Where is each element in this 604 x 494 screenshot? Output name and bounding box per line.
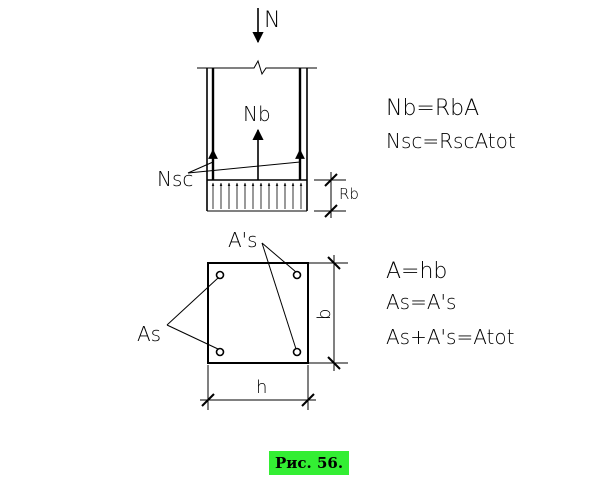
dim-h-label: h	[256, 377, 267, 398]
as-leader-bottom	[166, 324, 219, 350]
column-elevation	[197, 59, 317, 212]
label-as-prime: A's	[228, 228, 258, 252]
rebar-bottom-left	[215, 347, 225, 357]
cross-section	[207, 262, 309, 364]
dim-b-label: b	[314, 309, 335, 320]
stress-block	[211, 182, 303, 209]
formula-nb: Nb=RbA	[386, 96, 479, 121]
as-prime-leader-right	[261, 242, 297, 273]
dimension-h	[200, 365, 316, 410]
dimension-b	[308, 255, 348, 371]
rb-dimension	[314, 172, 346, 218]
formula-atot: As+A's=Atot	[386, 325, 514, 349]
nsc-leader-right	[187, 161, 301, 174]
figure-caption: Рис. 56.	[269, 451, 350, 475]
force-nb-label: Nb	[243, 102, 271, 126]
as-prime-leader-bottom	[261, 242, 297, 350]
formula-nsc: Nsc=RscAtot	[386, 129, 516, 153]
force-nsc-label: Nsc	[157, 167, 193, 191]
break-line	[197, 59, 317, 76]
force-n-label: N	[264, 8, 280, 33]
stress-rb-label: Rb	[339, 185, 359, 203]
nsc-leader-left	[187, 161, 214, 174]
as-leader-top	[166, 277, 219, 326]
rebar-bottom-right	[292, 347, 302, 357]
rebar-top-left	[215, 270, 225, 280]
formula-as-equal: As=A's	[386, 290, 456, 314]
formula-area: A=hb	[386, 259, 447, 284]
label-as: As	[137, 322, 161, 346]
rebar-top-right	[292, 270, 302, 280]
